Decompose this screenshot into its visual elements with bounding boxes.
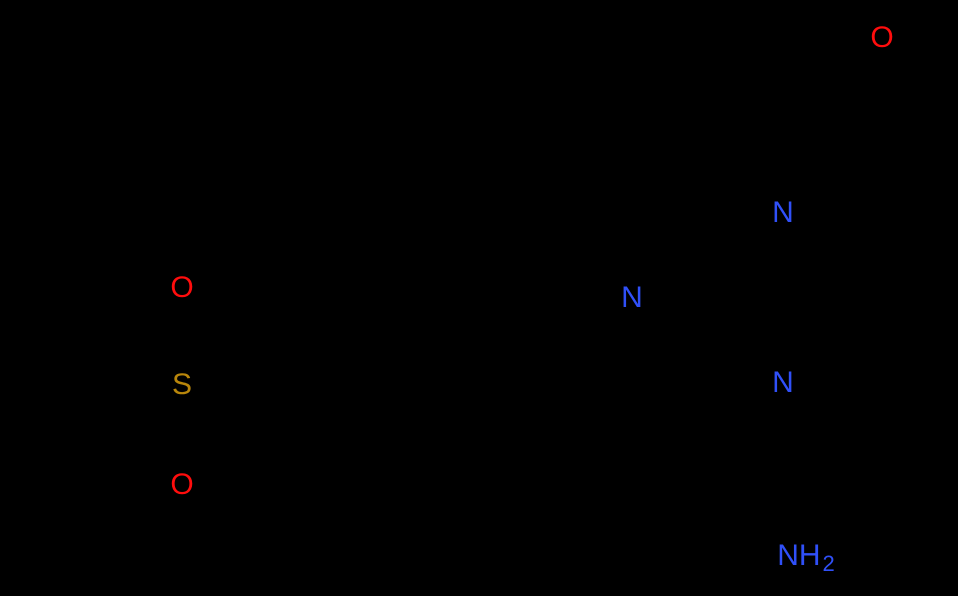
amine-label: NH bbox=[777, 539, 821, 572]
sulfur-atom: S bbox=[171, 368, 193, 401]
amine-subscript: 2 bbox=[822, 551, 835, 576]
nitrogen-atom-middle: N bbox=[621, 281, 643, 314]
oxygen-atom-upper-left: O bbox=[170, 271, 194, 304]
amine-group: NH2 bbox=[777, 541, 835, 575]
oxygen-atom-top: O bbox=[870, 21, 894, 54]
oxygen-atom-lower-left: O bbox=[170, 468, 194, 501]
nitrogen-atom-lower-right: N bbox=[772, 366, 794, 399]
nitrogen-atom-upper-right: N bbox=[772, 196, 794, 229]
